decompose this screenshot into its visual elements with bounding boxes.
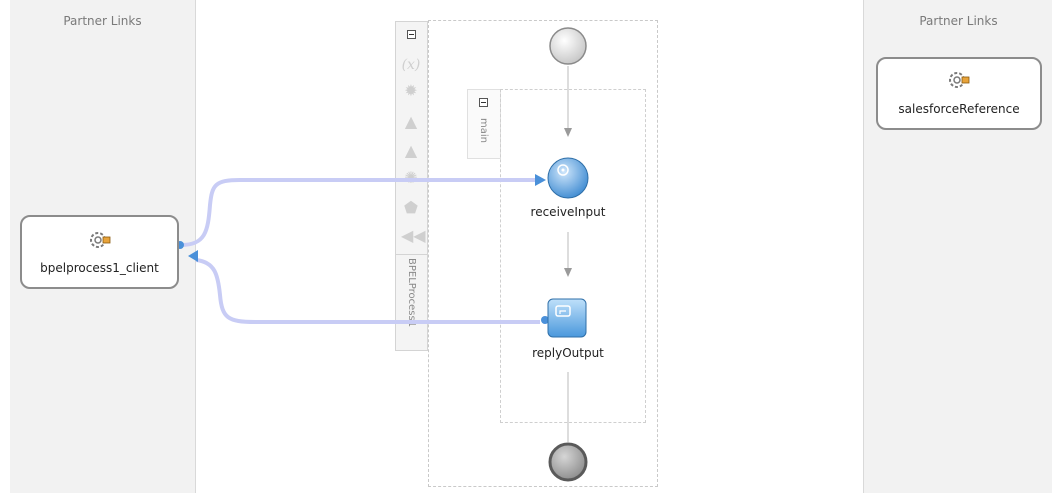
reply-port-dot	[541, 316, 549, 324]
reference-partner-link[interactable]: salesforceReference	[876, 57, 1042, 130]
client-gear-icon	[89, 232, 110, 248]
invoke-link	[180, 178, 540, 247]
main-sequence[interactable]	[500, 89, 646, 423]
reply-activity-icon	[547, 298, 587, 338]
toolstrip-divider	[396, 254, 427, 255]
collapse-process-button[interactable]	[407, 30, 416, 39]
client-partner-label: bpelprocess1_client	[40, 261, 159, 275]
receive-activity-label[interactable]: receiveInput	[530, 205, 606, 219]
reply-link	[195, 258, 540, 324]
rewind-icon[interactable]: ◀◀	[401, 226, 426, 245]
variables-icon[interactable]: (x)	[401, 57, 421, 73]
fault-handler-icon[interactable]: ▲	[404, 112, 418, 131]
reference-gear-icon	[949, 72, 970, 88]
end-node	[548, 442, 588, 482]
reply-activity-label[interactable]: replyOutput	[532, 346, 604, 360]
start-node	[549, 27, 587, 65]
receive-activity-icon	[547, 157, 589, 199]
client-partner-link[interactable]: bpelprocess1_client	[20, 215, 179, 289]
termination-icon[interactable]: ⬟	[404, 198, 418, 217]
left-lane-title: Partner Links	[63, 14, 142, 28]
collapse-sequence-button[interactable]	[479, 98, 488, 107]
correlation-icon[interactable]: ✹	[404, 81, 418, 100]
sequence-name: main	[478, 118, 489, 143]
reference-partner-label: salesforceReference	[898, 102, 1020, 116]
process-name: BPELProcess1	[406, 258, 417, 328]
invoke-arrowhead	[535, 174, 546, 186]
event-handler-icon[interactable]: ▲	[404, 141, 418, 160]
right-lane-title: Partner Links	[919, 14, 998, 28]
process-toolstrip: (x) ✹ ▲ ▲ ✺ ⬟ ◀◀ BPELProcess1	[395, 21, 428, 351]
sequence-tab[interactable]: main	[467, 89, 501, 159]
reply-arrowhead	[188, 250, 198, 262]
process-scope[interactable]	[428, 20, 658, 487]
